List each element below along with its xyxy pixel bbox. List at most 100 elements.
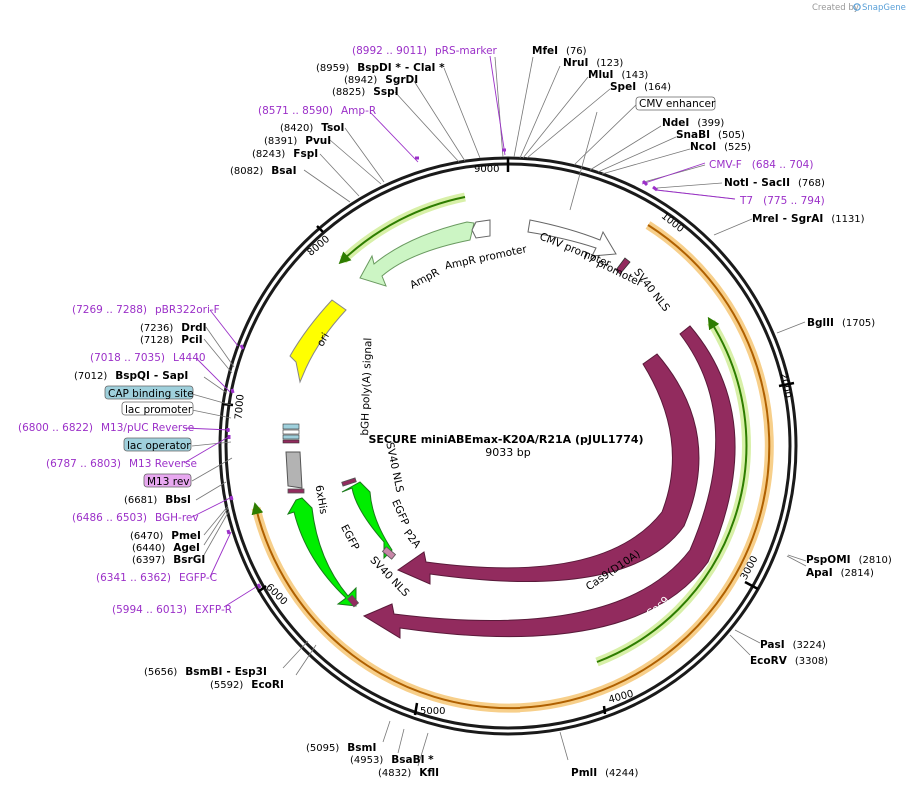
primer-label[interactable]: (6341 .. 6362)EGFP-C	[96, 572, 217, 584]
credit-prefix: Created by	[812, 3, 859, 13]
site-label[interactable]: (5656)BsmBI-Esp3I	[144, 666, 267, 678]
site-label[interactable]: MfeI(76)	[532, 45, 587, 57]
site-label[interactable]: SnaBI(505)	[676, 129, 745, 141]
site-label[interactable]: BglII(1705)	[807, 317, 875, 329]
site-label[interactable]: PmlI(4244)	[571, 767, 639, 779]
tick-marks	[221, 158, 795, 716]
his-tag-feature[interactable]	[287, 488, 305, 494]
restriction-site-labels: MfeI(76) NruI(123) MluI(143) SpeI(164) N…	[74, 45, 892, 779]
ampr-promoter-feature[interactable]	[471, 219, 491, 239]
orf-ampr	[338, 192, 466, 265]
site-label[interactable]: (8082)BsaI	[230, 165, 297, 177]
tick-label: 2000	[778, 372, 793, 399]
site-label[interactable]: (8959)BspDI *-ClaI *	[316, 62, 445, 74]
site-label[interactable]: MluI(143)	[588, 69, 648, 81]
primer-label[interactable]: (7018 .. 7035)L4440	[90, 352, 206, 364]
site-label[interactable]: SpeI(164)	[610, 81, 671, 93]
bgh-label: bGH poly(A) signal	[359, 337, 374, 435]
primer-label[interactable]: (8992 .. 9011)pRS-marker	[352, 45, 498, 57]
primer-label[interactable]: (6800 .. 6822)M13/pUC Reverse	[18, 422, 194, 434]
lac-promoter-tag[interactable]: lac promoter	[121, 401, 194, 416]
site-label[interactable]: (8420)TsoI	[280, 122, 344, 134]
egfp-outer-label: EGFP	[338, 523, 361, 553]
primer-leader-lines	[183, 55, 736, 608]
cas9-d10a-feature[interactable]	[396, 353, 700, 585]
tick-label: 7000	[233, 394, 246, 420]
primer-label[interactable]: (6486 .. 6503)BGH-rev	[72, 512, 199, 524]
orf-cas9-green	[595, 316, 751, 667]
site-label[interactable]: MreI-SgrAI(1131)	[752, 213, 865, 225]
svg-text:CAP binding site: CAP binding site	[108, 388, 194, 400]
sv40-nls-bottom-label: SV40 NLS	[367, 554, 411, 599]
m13-rev-tag[interactable]: M13 rev	[143, 473, 192, 488]
site-label[interactable]: (8942)SgrDI	[344, 74, 418, 86]
primer-label[interactable]: (5994 .. 6013)EXFP-R	[112, 604, 232, 616]
lac-operator-tag[interactable]: lac operator	[123, 437, 192, 452]
credit: Created by SnapGene	[812, 3, 906, 13]
cap-binding-site-tag[interactable]: CAP binding site	[104, 385, 194, 400]
svg-text:lac operator: lac operator	[127, 440, 191, 452]
svg-text:CMV enhancer: CMV enhancer	[639, 98, 716, 110]
site-label[interactable]: (7128)PciI	[140, 334, 203, 346]
site-label[interactable]: (6440)AgeI	[132, 542, 200, 554]
map-length: 9033 bp	[485, 446, 530, 459]
sv40-nls-mid-label: SV40 NLS	[383, 441, 405, 494]
svg-text:lac promoter: lac promoter	[125, 404, 193, 416]
egfp-outer-feature[interactable]	[286, 497, 357, 607]
cmv-promoter-feature[interactable]	[527, 219, 617, 257]
primer-label[interactable]: (8571 .. 8590)Amp-R	[258, 105, 376, 117]
p2a-label: P2A	[401, 527, 423, 551]
site-label[interactable]: (4832)KflI	[378, 767, 439, 779]
p2a-feature[interactable]	[381, 546, 397, 560]
site-label[interactable]: NcoI(525)	[690, 141, 751, 153]
primer-label[interactable]: (7269 .. 7288)pBR322ori-F	[72, 304, 220, 316]
site-label[interactable]: (6681)BbsI	[124, 494, 191, 506]
boxed-labels: CMV enhancer CAP binding site lac promot…	[104, 96, 716, 488]
tick-label: 9000	[474, 164, 499, 175]
site-label[interactable]: (6470)PmeI	[130, 530, 201, 542]
site-label[interactable]: EcoRV(3308)	[750, 655, 828, 667]
cmv-enhancer-tag[interactable]: CMV enhancer	[635, 96, 716, 111]
primer-label[interactable]: (6787 .. 6803)M13 Reverse	[46, 458, 197, 470]
lac-features[interactable]	[282, 423, 300, 444]
site-label[interactable]: (8243)FspI	[252, 148, 318, 160]
site-label[interactable]: PasI(3224)	[760, 639, 826, 651]
sv40-nls-top-feature[interactable]	[615, 257, 631, 275]
leader-lines	[191, 56, 807, 767]
ori-feature[interactable]	[289, 299, 347, 384]
site-label[interactable]: (5095)BsmI	[306, 742, 376, 754]
svg-text:M13 rev: M13 rev	[147, 476, 190, 488]
primer-marks	[226, 148, 658, 589]
ampr-label: AmpR	[408, 266, 441, 291]
site-label[interactable]: (8391)PvuI	[264, 135, 331, 147]
egfp-inner-feature[interactable]	[341, 481, 393, 560]
site-label[interactable]: PspOMI(2810)	[806, 554, 892, 566]
bgh-feature[interactable]	[285, 451, 303, 489]
site-label[interactable]: (8825)SspI	[332, 86, 399, 98]
sv40-nls-top-label: SV40 NLS	[631, 267, 672, 315]
primer-label[interactable]: T7(775 .. 794)	[739, 195, 825, 207]
ampr-promoter-label: AmpR promoter	[444, 243, 529, 272]
primer-label[interactable]: CMV-F(684 .. 704)	[709, 159, 813, 171]
site-label[interactable]: NruI(123)	[563, 57, 623, 69]
ampr-feature[interactable]	[359, 221, 475, 287]
map-title: SECURE miniABEmax-K20A/R21A (pJUL1774)	[368, 433, 643, 446]
orf-egfp-orange	[251, 502, 521, 713]
sv40-nls-bottom-feature[interactable]	[346, 594, 360, 608]
egfp-inner-label: EGFP	[389, 498, 411, 528]
site-label[interactable]: (5592)EcoRI	[210, 679, 284, 691]
site-label[interactable]: (6397)BsrGI	[132, 554, 205, 566]
snapgene-logo-icon	[853, 3, 861, 11]
site-label[interactable]: (4953)BsaBI *	[350, 754, 434, 766]
site-label[interactable]: NotI-SacII(768)	[724, 177, 825, 189]
his-label: 6xHis	[313, 484, 330, 515]
feature-labels: AmpR AmpR promoter CMV promoter T7 promo…	[313, 231, 673, 621]
site-label[interactable]: NdeI(399)	[662, 117, 724, 129]
site-label[interactable]: ApaI(2814)	[806, 567, 874, 579]
cas9-feature[interactable]	[362, 325, 736, 639]
site-label[interactable]: (7012)BspQI-SapI	[74, 370, 188, 382]
sv40-nls-mid-feature[interactable]	[341, 477, 357, 487]
site-label[interactable]: (7236)DrdI	[140, 322, 207, 334]
t7-promoter-label: T7 promoter	[579, 249, 644, 289]
